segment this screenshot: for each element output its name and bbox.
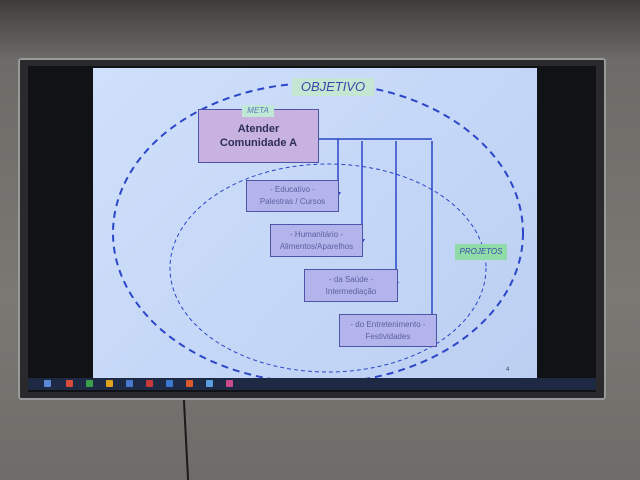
project-box-saude: - da Saúde - Intermediação — [304, 269, 398, 302]
project-box-educativo: - Educativo - Palestras / Cursos — [246, 180, 339, 212]
page-number: 4 — [506, 367, 510, 373]
project-title: - do Entretenimento - — [350, 319, 426, 329]
start-icon[interactable] — [44, 380, 51, 387]
connector-lines — [318, 138, 433, 327]
project-title: - Humanitário - — [290, 229, 343, 239]
project-box-entretenimento: - do Entretenimento - Festividades — [339, 314, 437, 347]
app-icon[interactable] — [126, 380, 133, 387]
meta-line-2: Comunidade A — [219, 137, 298, 149]
app-icon[interactable] — [146, 380, 153, 387]
project-box-humanitario: - Humanitário - Alimentos/Aparelhos — [270, 224, 363, 257]
app-icon[interactable] — [66, 380, 73, 387]
project-detail: Palestras / Cursos — [259, 197, 326, 206]
app-icon[interactable] — [206, 380, 213, 387]
app-icon[interactable] — [86, 380, 93, 387]
app-icon[interactable] — [226, 380, 233, 387]
app-icon[interactable] — [186, 380, 193, 387]
app-icon[interactable] — [106, 380, 113, 387]
project-detail: Intermediação — [325, 286, 377, 296]
project-detail: Festividades — [365, 331, 411, 341]
taskbar[interactable] — [28, 378, 596, 390]
project-title: - Educativo - — [270, 185, 315, 194]
app-icon[interactable] — [166, 380, 173, 387]
meta-label: META — [242, 105, 274, 117]
arrowheads — [335, 192, 435, 331]
meta-line-1: Atender — [237, 123, 280, 135]
project-detail: Alimentos/Aparelhos — [279, 241, 354, 251]
meta-box: Atender Comunidade A — [198, 109, 319, 163]
projects-label: PROJETOS — [455, 244, 507, 260]
projects-ellipse — [169, 163, 487, 373]
objective-label: OBJETIVO — [292, 78, 374, 96]
project-title: - da Saúde - — [328, 274, 374, 284]
